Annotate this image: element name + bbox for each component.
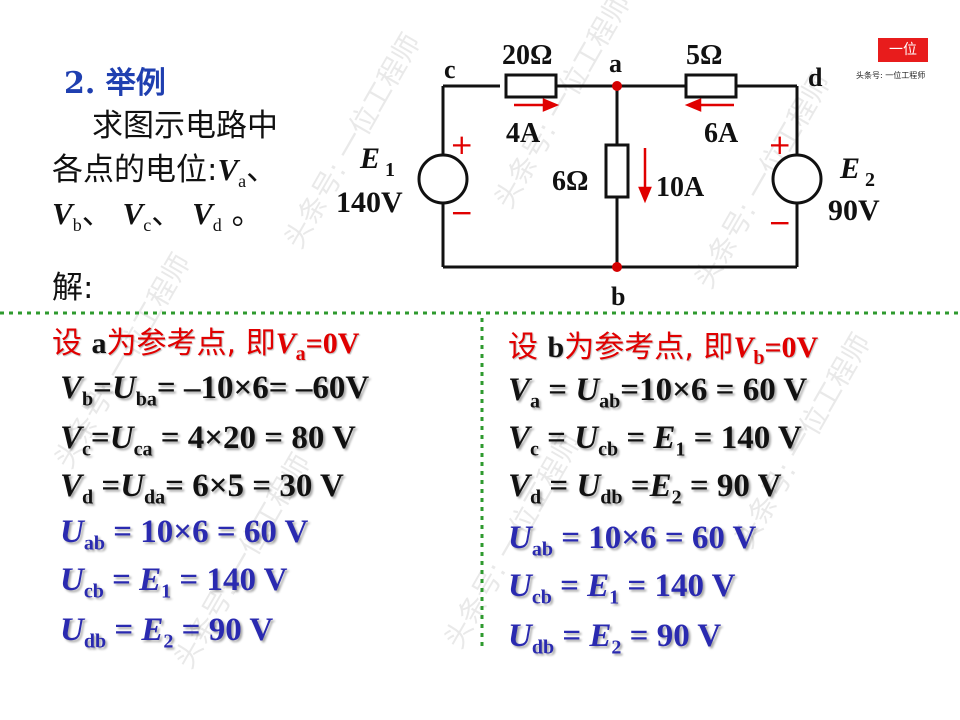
right-eq-vd: Vd = Udb =E2 = 90 V — [508, 468, 782, 509]
problem-line-2: 各点的电位:Va、 — [52, 152, 278, 192]
section-heading: 2. 举例 — [64, 58, 166, 102]
left-eq-udb: Udb = E2 = 90 V — [60, 612, 274, 653]
right-eq-ucb: Ucb = E1 = 140 V — [508, 568, 736, 609]
voltage-source-e1 — [417, 153, 469, 205]
logo-caption: 头条号: 一位工程师 — [856, 71, 926, 80]
left-eq-vd: Vd =Uda= 6×5 = 30 V — [60, 468, 344, 509]
current-label-6a: 6A — [704, 118, 739, 149]
current-arrows — [514, 98, 734, 204]
right-eq-va: Va = Uab=10×6 = 60 V — [508, 372, 808, 413]
node-label-b: b — [611, 282, 625, 311]
resistor-5-ohm — [684, 73, 738, 99]
current-label-10a: 10A — [656, 172, 705, 203]
right-eq-uab: Uab = 10×6 = 60 V — [508, 520, 757, 561]
e1-minus: − — [450, 196, 473, 229]
brand-logo: 一位 头条号: 一位工程师 — [850, 32, 960, 96]
section-number: 2. — [64, 66, 96, 101]
resistor-label-20: 20Ω — [502, 40, 552, 71]
e1-plus: + — [450, 128, 473, 161]
e2-minus: − — [768, 206, 791, 239]
left-eq-ucb: Ucb = E1 = 140 V — [60, 562, 288, 603]
right-eq-udb: Udb = E2 = 90 V — [508, 618, 722, 659]
left-reference-statement: 设 a为参考点, 即Va=0V — [52, 326, 360, 365]
e2-label: E — [839, 152, 860, 185]
resistor-label-6: 6Ω — [552, 166, 588, 197]
resistor-20-ohm — [504, 73, 558, 99]
section-title: 举例 — [105, 66, 166, 101]
node-b-dot — [612, 262, 622, 272]
node-label-d: d — [808, 63, 823, 92]
e1-subscript: 1 — [385, 159, 395, 181]
circuit-diagram: c a d b 20Ω 5Ω 6Ω 4A 6A 10A E 1 140V + −… — [336, 40, 880, 311]
left-eq-vc: Vc=Uca = 4×20 = 80 V — [60, 420, 356, 461]
problem-line-3: Vb、 Vc、 Vd 。 — [52, 196, 263, 236]
right-eq-vc: Vc = Ucb = E1 = 140 V — [508, 420, 802, 461]
e2-value: 90V — [828, 194, 880, 227]
node-a-dot — [612, 81, 622, 91]
node-label-a: a — [609, 49, 622, 78]
resistor-6-ohm — [604, 143, 630, 199]
right-reference-statement: 设 b为参考点, 即Vb=0V — [508, 330, 819, 369]
e2-plus: + — [768, 128, 791, 161]
resistor-label-5: 5Ω — [686, 40, 722, 71]
e1-value: 140V — [336, 186, 403, 219]
problem-line-1: 求图示电路中 — [92, 108, 278, 144]
solution-label: 解: — [52, 270, 94, 306]
voltage-source-e2 — [771, 153, 823, 205]
e2-subscript: 2 — [865, 169, 875, 191]
left-eq-vb: Vb=Uba= –10×6= –60V — [60, 370, 370, 411]
left-eq-uab: Uab = 10×6 = 60 V — [60, 514, 309, 555]
node-label-c: c — [444, 55, 456, 84]
current-label-4a: 4A — [506, 118, 541, 149]
e1-label: E — [359, 142, 380, 175]
logo-mark: 一位 — [878, 38, 928, 62]
